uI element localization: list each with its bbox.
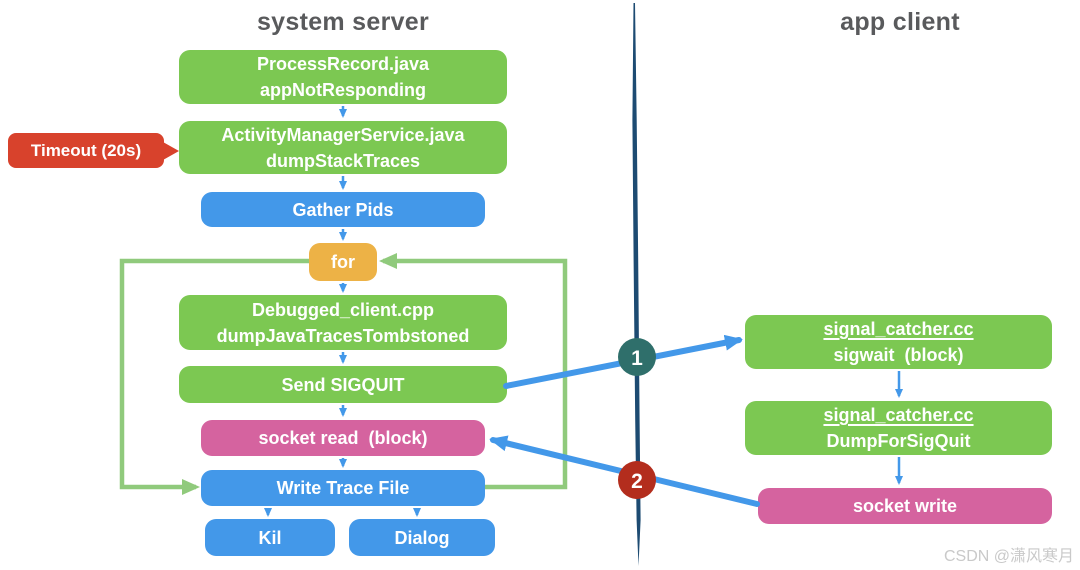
- step-2-number: 2: [631, 470, 643, 493]
- step-2-badge: [618, 461, 656, 499]
- node-send-sigquit: Send SIGQUIT: [179, 366, 507, 403]
- node-process-record: ProcessRecord.java appNotResponding: [179, 50, 507, 104]
- arrow-sigquit-to-sigwait: [503, 334, 743, 389]
- step-1-badge: [618, 338, 656, 376]
- node-line: Gather Pids: [292, 199, 394, 220]
- node-socket-read: socket read (block): [201, 420, 485, 456]
- node-line: dumpStackTraces: [265, 150, 421, 171]
- timeout-callout: Timeout (20s): [8, 133, 179, 168]
- column-divider: [632, 3, 641, 566]
- node-line: Debugged_client.cpp: [251, 299, 435, 320]
- node-line: sigwait (block): [833, 345, 964, 365]
- node-signal-catcher-dump: signal_catcher.cc DumpForSigQuit: [745, 401, 1052, 455]
- timeout-label: Timeout (20s): [30, 140, 142, 160]
- app-client-title: app client: [840, 8, 960, 36]
- node-line: DumpForSigQuit: [826, 431, 971, 451]
- node-line: signal_catcher.cc: [823, 319, 974, 339]
- node-activity-manager-service: ActivityManagerService.java dumpStackTra…: [179, 121, 507, 174]
- step-1-number: 1: [631, 347, 643, 370]
- node-for-loop: for: [309, 243, 377, 281]
- node-line: Dialog: [394, 527, 450, 548]
- node-line: for: [331, 252, 355, 272]
- node-line: socket read (block): [258, 428, 428, 448]
- node-line: dumpJavaTracesTombstoned: [216, 325, 470, 346]
- node-kil: Kil: [205, 519, 335, 556]
- arrow-socketwrite-to-socketread: [489, 435, 760, 507]
- node-socket-write: socket write: [758, 488, 1052, 524]
- node-write-trace-file: Write Trace File: [201, 470, 485, 506]
- callout-pointer: [163, 141, 179, 160]
- node-line: socket write: [852, 496, 958, 516]
- node-line: appNotResponding: [260, 80, 426, 100]
- node-line: ProcessRecord.java: [256, 54, 430, 74]
- node-line: signal_catcher.cc: [823, 405, 974, 425]
- node-line: ActivityManagerService.java: [221, 124, 465, 145]
- node-line: Kil: [258, 527, 282, 548]
- node-debugged-client: Debugged_client.cpp dumpJavaTracesTombst…: [179, 295, 507, 350]
- node-line: Write Trace File: [276, 478, 410, 498]
- node-dialog: Dialog: [349, 519, 495, 556]
- node-gather-pids: Gather Pids: [201, 192, 485, 227]
- node-signal-catcher-sigwait: signal_catcher.cc sigwait (block): [745, 315, 1052, 369]
- watermark: CSDN @潇风寒月: [943, 548, 1074, 565]
- system-server-title: system server: [256, 8, 430, 36]
- node-line: Send SIGQUIT: [281, 374, 405, 395]
